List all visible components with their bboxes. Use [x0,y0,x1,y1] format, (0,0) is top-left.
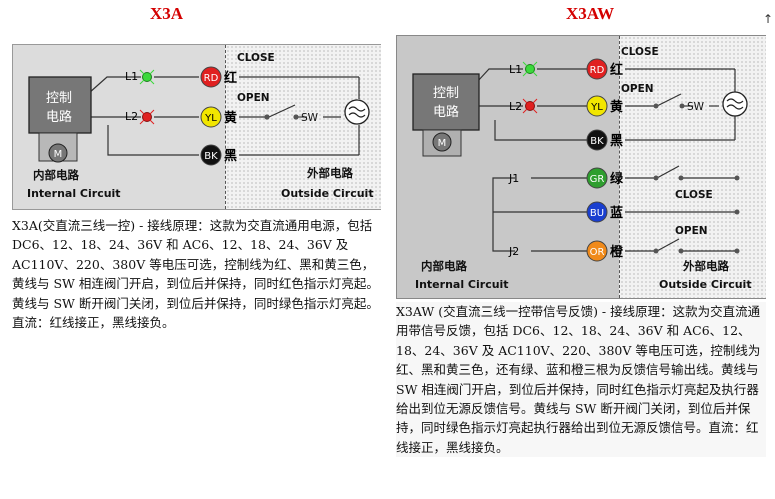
controller-box [412,73,480,131]
x3aw-description: X3AW (交直流三线一控带信号反馈) - 接线原理：这款为交直流通用带信号反馈… [396,302,766,458]
switch-contact [653,103,659,109]
terminal-bk: BK 黑 [200,144,237,166]
feedback-close-label: CLOSE [675,189,713,201]
terminal-color-name: 红 [224,70,237,86]
green-lamp-icon [522,61,538,77]
terminal-code: BK [590,136,604,147]
outside-circuit-en: Outside Circuit [281,187,374,200]
l1-label: L1 [125,70,138,83]
corner-arrow-icon: ↑ [763,12,774,26]
outside-circuit-cn: 外部电路 [306,166,353,180]
motor-icon: M [48,143,68,163]
ac-source-icon [722,91,748,117]
terminal-rd: RD 红 [200,66,237,88]
x3a-wiring-diagram: 控制 电路 M L1 L2 RD 红 YL 黄 BK 黑 CLOSE OPEN SW 内部… [12,44,381,210]
feedback-open-label: OPEN [675,225,708,237]
terminal-code: YL [590,102,603,113]
terminal-code: YL [204,113,217,124]
x3aw-title: X3AW [566,4,615,23]
controller-label-line1: 控制 [433,86,459,101]
controller-label-line2: 电路 [433,104,459,120]
green-lamp-icon [139,69,155,85]
terminal-color-name: 红 [610,62,623,78]
terminal-code: OR [590,247,605,258]
outside-circuit-area [225,45,381,209]
l2-label: L2 [125,110,138,123]
open-label: OPEN [621,83,654,95]
switch-contact [293,114,299,120]
motor-icon: M [432,132,452,152]
internal-circuit-cn: 内部电路 [421,259,467,273]
j1-label: J1 [508,172,519,185]
close-label: CLOSE [621,46,659,58]
x3aw-wiring-diagram: 控制 电路 M L1 L2 J1 J2 RD 红 YL 黄 BK 黑 GR 绿 BU 蓝 OR 橙 C… [396,35,766,299]
controller-label-line2: 电路 [46,109,72,125]
terminal-code: BK [204,151,218,162]
svg-text:M: M [438,138,447,149]
terminal-color-name: 黑 [610,134,623,149]
terminal-yl: YL 黄 [586,95,623,117]
internal-circuit-en: Internal Circuit [27,187,121,200]
terminal-color-name: 橙 [610,244,624,260]
switch-contact [678,175,684,181]
switch-contact [734,248,740,254]
switch-contact [734,175,740,181]
j2-label: J2 [508,245,519,258]
controller-label-line1: 控制 [46,91,72,106]
internal-circuit-en: Internal Circuit [415,278,509,291]
switch-contact [734,209,740,215]
sw-label: SW [687,101,705,113]
outside-circuit-en: Outside Circuit [659,278,752,291]
x3a-circuit-svg: 控制 电路 M L1 L2 RD 红 YL 黄 BK 黑 CLOSE OPEN SW 内部… [27,52,374,200]
terminal-code: GR [590,174,605,185]
terminal-bu: BU 蓝 [586,201,623,223]
terminal-code: RD [204,73,219,84]
terminal-bk: BK 黑 [586,129,623,151]
terminal-yl: YL 黄 [200,106,237,128]
switch-contact [264,114,270,120]
switch-contact [653,175,659,181]
terminal-color-name: 绿 [610,171,624,187]
terminal-code: BU [590,208,604,219]
switch-contact [679,103,685,109]
open-label: OPEN [237,92,270,104]
ac-source-icon [344,99,370,125]
x3a-title: X3A [150,4,184,23]
l1-label: L1 [509,63,522,76]
switch-contact [653,248,659,254]
close-label: CLOSE [237,52,275,64]
red-lamp-icon [522,98,538,114]
sw-label: SW [301,112,319,124]
red-lamp-icon [139,109,155,125]
terminal-or: OR 橙 [586,240,624,262]
terminal-color-name: 黑 [224,149,237,164]
x3a-description: X3A(交直流三线一控) - 接线原理：这款为交直流通用电源，包括 DC6、12… [12,218,379,331]
terminal-rd: RD 红 [586,58,623,80]
terminal-color-name: 蓝 [610,205,623,221]
controller-box [28,76,92,134]
terminal-color-name: 黄 [224,110,237,126]
terminal-gr: GR 绿 [586,167,624,189]
terminal-code: RD [590,65,605,76]
l2-label: L2 [509,100,522,113]
internal-circuit-cn: 内部电路 [33,168,79,182]
outside-circuit-area [619,36,766,298]
svg-text:M: M [54,149,63,160]
switch-contact [678,248,684,254]
terminal-color-name: 黄 [610,99,623,115]
outside-circuit-cn: 外部电路 [682,259,729,273]
x3aw-circuit-svg: 控制 电路 M L1 L2 J1 J2 RD 红 YL 黄 BK 黑 GR 绿 BU 蓝 OR 橙 C… [412,46,752,291]
